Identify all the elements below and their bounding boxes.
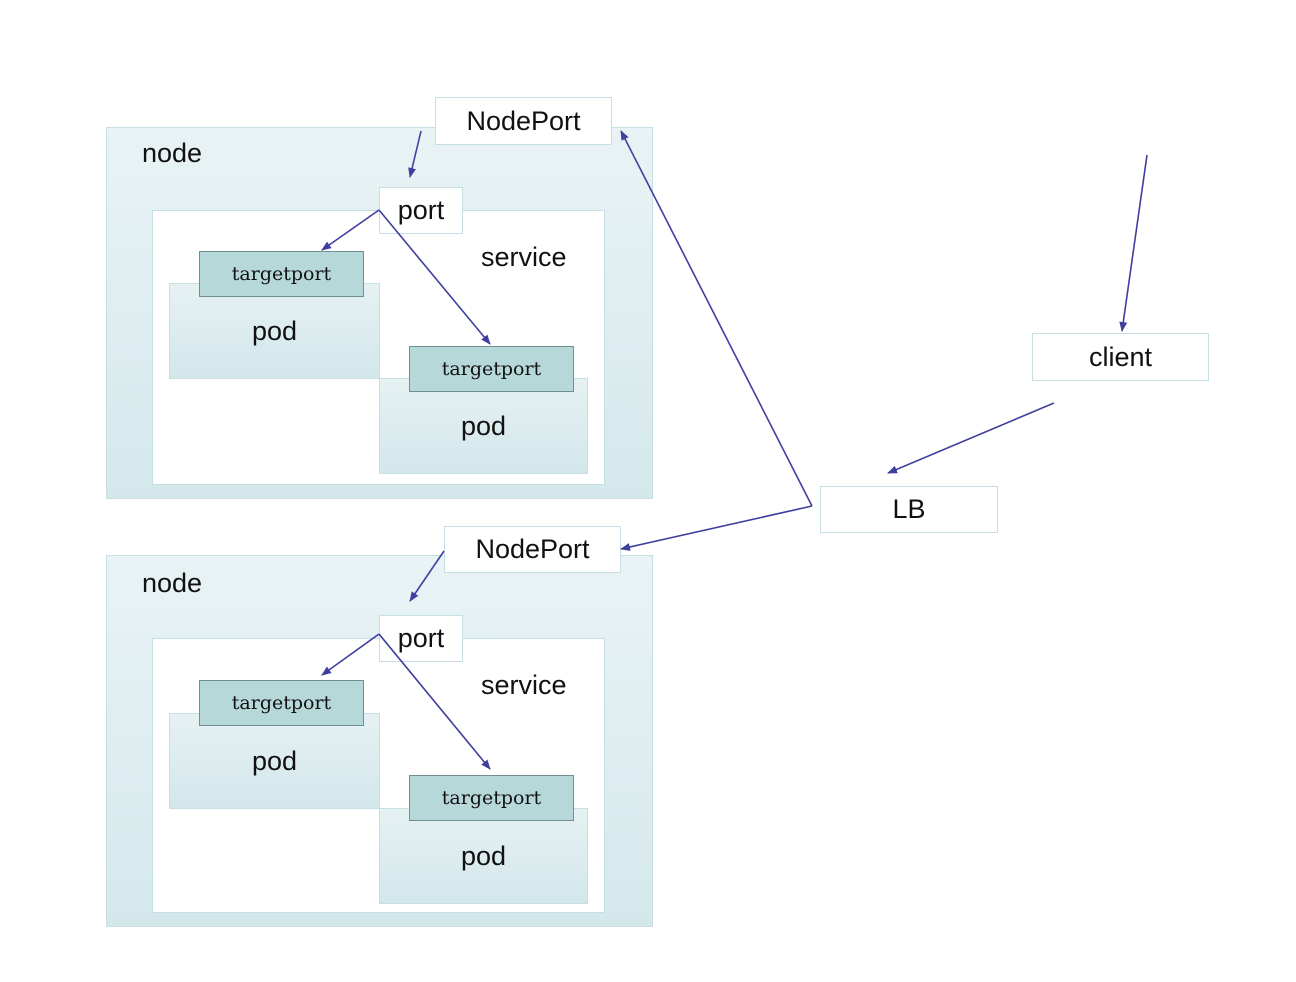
targetport-2b: targetport: [409, 775, 574, 821]
pod-box-2a: pod: [169, 713, 380, 809]
service-label-1: service: [481, 242, 567, 272]
nodeport-box-2: NodePort: [444, 526, 621, 573]
port-box-2: port: [379, 615, 463, 662]
pod-label-2a: pod: [251, 746, 298, 776]
targetport-1b: targetport: [409, 346, 574, 392]
service-label-2: service: [481, 670, 567, 700]
pod-label-1b: pod: [460, 411, 507, 441]
node-label-2: node: [142, 568, 203, 598]
arrow-port-to-targetport-1b: [378, 209, 491, 345]
arrow-lb-to-nodeport-2: [620, 505, 813, 551]
pod-box-2b: pod: [379, 808, 588, 904]
node-label-1: node: [142, 138, 203, 168]
targetport-2a: targetport: [199, 680, 364, 726]
targetport-1a: targetport: [199, 251, 364, 297]
arrow-port-to-targetport-2a: [321, 633, 380, 676]
arrow-nodeport-to-port-2: [409, 550, 445, 602]
nodeport-box-1: NodePort: [435, 97, 612, 145]
arrow-client-to-lb: [887, 402, 1055, 474]
arrow-top-to-client: [1119, 154, 1148, 332]
arrow-port-to-targetport-1a: [321, 209, 380, 251]
pod-box-1b: pod: [379, 378, 588, 474]
arrow-port-to-targetport-2b: [378, 633, 491, 770]
client-box: client: [1032, 333, 1209, 381]
arrow-nodeport-to-port-1: [408, 130, 422, 178]
lb-box: LB: [820, 486, 998, 533]
pod-label-1a: pod: [251, 316, 298, 346]
pod-box-1a: pod: [169, 283, 380, 379]
arrow-lb-to-nodeport-1: [620, 130, 813, 507]
pod-label-2b: pod: [460, 841, 507, 871]
